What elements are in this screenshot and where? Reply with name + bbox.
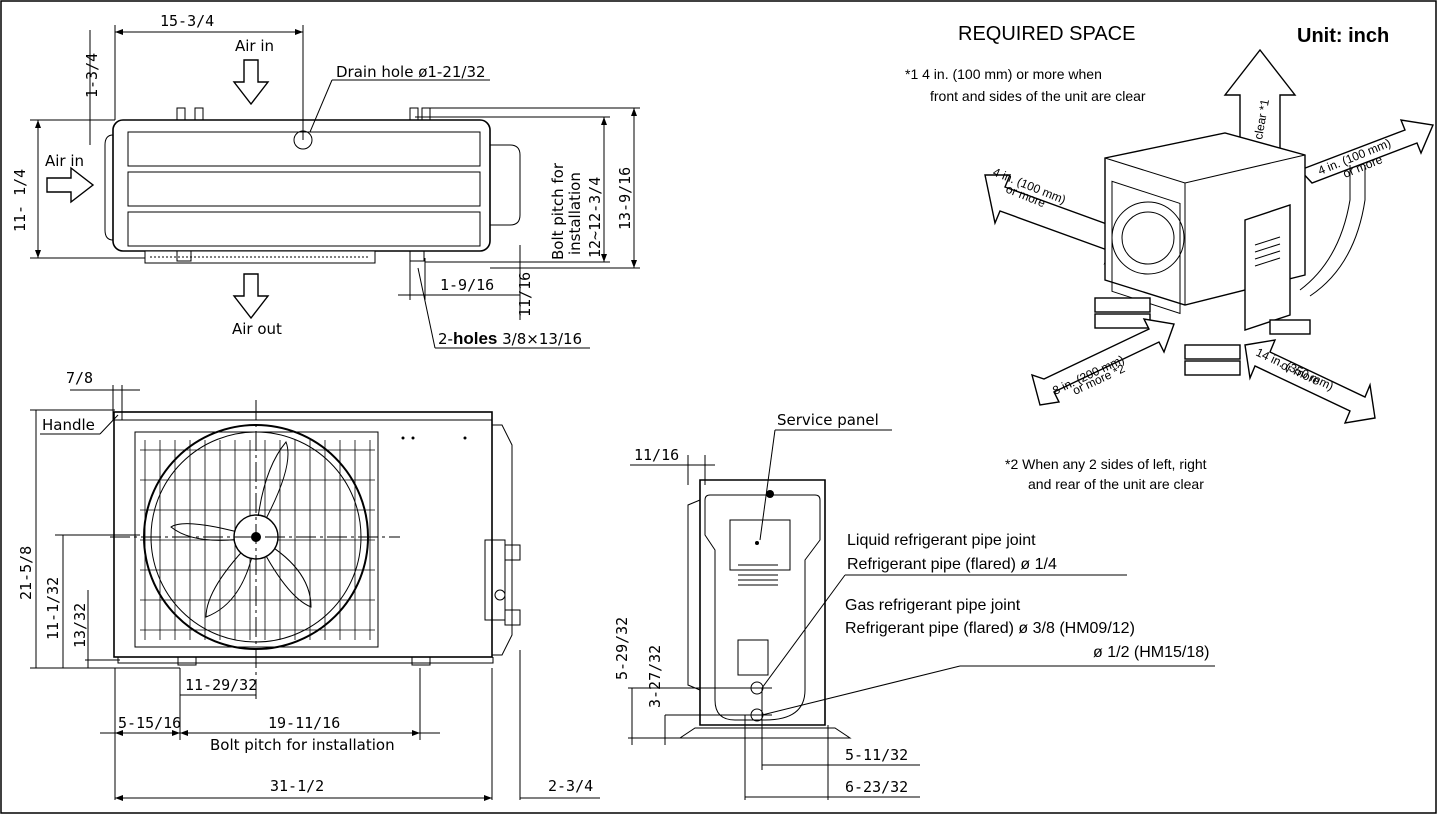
- required-space-title: REQUIRED SPACE: [958, 23, 1135, 45]
- holes-label: 2-holes 3/8×13/16: [438, 329, 582, 348]
- side-vents: [738, 564, 778, 586]
- service-panel-label: Service panel: [777, 411, 879, 429]
- dim-low-height: 13/32: [71, 603, 89, 648]
- dim-handle: 7/8: [66, 369, 93, 387]
- air-out-arrow-icon: [232, 273, 270, 320]
- dim-total-width: 31-1/2: [270, 777, 324, 795]
- note2-line2: and rear of the unit are clear: [1028, 476, 1204, 492]
- note1-line1: *1 4 in. (100 mm) or more when: [905, 66, 1102, 82]
- holes-bold: holes: [453, 329, 497, 348]
- gas-pipe-label: Refrigerant pipe (flared) ø 3/8 (HM09/12…: [845, 620, 1135, 637]
- dim-bolt-pitch: 19-11/16: [268, 714, 340, 732]
- gas-joint-label: Gas refrigerant pipe joint: [845, 597, 1021, 614]
- dim-side: 2-3/4: [548, 777, 593, 795]
- dim-gas-width: 6-23/32: [845, 778, 908, 796]
- required-space: REQUIRED SPACE Unit: inch *1 4 in. (100 …: [905, 23, 1434, 492]
- iso-fan-icon: [1111, 201, 1185, 275]
- fan-blade: [170, 441, 312, 618]
- gas-pipe-label-2: ø 1/2 (HM15/18): [1093, 644, 1209, 661]
- unit-label: Unit: inch: [1297, 25, 1389, 47]
- drain-hole-label: Drain hole ø1-21/32: [336, 63, 486, 81]
- bolt-pitch-label-2: installation: [566, 172, 584, 255]
- liquid-pipe-label: Refrigerant pipe (flared) ø 1/4: [847, 556, 1057, 573]
- handle-label: Handle: [42, 416, 95, 434]
- iso-blocks: [1094, 297, 1311, 376]
- dim-bolt-range: 12~12-3/4: [586, 177, 604, 258]
- holes-prefix: 2-: [438, 330, 453, 348]
- liquid-joint-label: Liquid refrigerant pipe joint: [847, 532, 1036, 549]
- dim-liquid-width: 5-11/32: [845, 746, 908, 764]
- note2-line1: *2 When any 2 sides of left, right: [1005, 456, 1207, 472]
- dim-hole-small: 11/16: [516, 272, 534, 317]
- bolt-pitch-label-front: Bolt pitch for installation: [210, 736, 395, 754]
- side-view: 11/16 Service panel 5-29/32 3-27/3: [613, 411, 1215, 800]
- bolt-pitch-label: Bolt pitch for: [549, 162, 567, 260]
- air-in-top-label: Air in: [235, 37, 274, 55]
- top-view: 15-3/4 Air in 1-3/4 11- 1/4 Air in Drain…: [11, 12, 640, 349]
- dim-top-offset: 1-3/4: [83, 53, 101, 98]
- dim-gas-height: 3-27/32: [646, 645, 664, 708]
- dim-total-height: 21-5/8: [17, 546, 35, 600]
- dim-side-top: 11/16: [634, 446, 679, 464]
- dim-top-depth: 13-9/16: [616, 167, 634, 230]
- dim-top-height: 11- 1/4: [11, 169, 29, 232]
- dim-left-bolt: 5-15/16: [118, 714, 181, 732]
- air-out-label: Air out: [232, 320, 282, 338]
- note1-line2: front and sides of the unit are clear: [930, 88, 1146, 104]
- side-space-arrow-icon: [1244, 339, 1376, 424]
- dim-liquid-height: 5-29/32: [613, 617, 631, 680]
- dim-top-width: 15-3/4: [160, 12, 214, 30]
- pipe-valves: [484, 539, 521, 626]
- front-view: 7/8 Handle 21-5/8 11-1/32 13/32: [17, 369, 600, 801]
- air-in-left-arrow-icon: [46, 166, 95, 204]
- dim-center: 11-29/32: [185, 676, 257, 694]
- right-space-arrow-icon: [1298, 119, 1434, 184]
- air-in-left-label: Air in: [45, 152, 84, 170]
- dim-mid-height: 11-1/32: [44, 577, 62, 640]
- dim-hole-offset: 1-9/16: [440, 276, 494, 294]
- front-space-arrow-icon: [1030, 318, 1175, 406]
- air-in-top-arrow-icon: [232, 59, 270, 106]
- drain-hole: [293, 130, 313, 150]
- holes-size: 3/8×13/16: [497, 330, 582, 348]
